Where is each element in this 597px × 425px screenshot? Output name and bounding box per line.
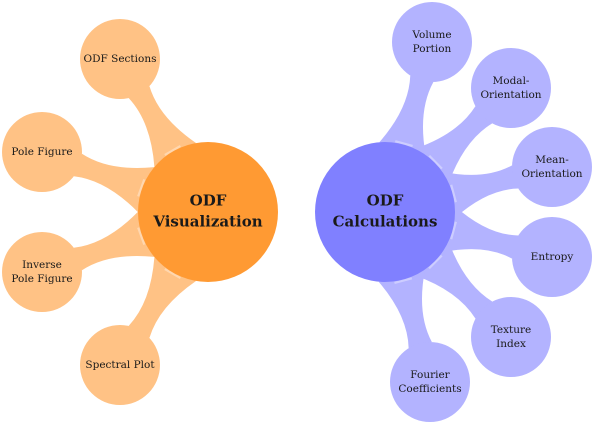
node-mean-orientation: Mean- Orientation: [512, 127, 592, 207]
root-node-circle: [315, 142, 455, 282]
connector-highlight: [164, 145, 181, 156]
root-node-label-line: Calculations: [333, 213, 438, 231]
child-node-label: Modal- Orientation: [480, 75, 541, 101]
child-node-circle: [390, 342, 470, 422]
child-node-label-line: Volume: [411, 29, 451, 41]
child-node-label-line: Pole Figure: [11, 146, 72, 158]
connector: [128, 86, 197, 167]
child-node-circle: [2, 112, 82, 192]
root-node-label-line: ODF: [190, 192, 227, 210]
root-odf-visualization: ODF Visualization: [138, 142, 278, 282]
connector-highlight: [428, 254, 443, 270]
connector: [128, 257, 197, 338]
root-node-label: ODF Visualization: [152, 192, 262, 231]
child-node-circle: [471, 297, 551, 377]
root-node-label: ODF Calculations: [333, 192, 438, 231]
connector-highlight: [450, 184, 457, 203]
child-node-label-line: Inverse: [22, 259, 62, 271]
child-node-label-line: Orientation: [521, 168, 582, 180]
connector: [73, 153, 155, 213]
child-node-label-line: Entropy: [531, 251, 574, 263]
child-node-circle: [512, 127, 592, 207]
child-node-label-line: Index: [496, 338, 526, 350]
node-pole-figure: Pole Figure: [2, 112, 82, 192]
connector-highlight: [450, 221, 457, 240]
connector: [73, 211, 155, 271]
child-node-label-line: Mean-: [535, 154, 569, 166]
connector-highlight: [137, 227, 146, 245]
root-odf-calculations: ODF Calculations: [315, 142, 455, 282]
connector-highlight: [428, 155, 443, 170]
child-node-circle: [471, 48, 551, 128]
child-node-label-line: Portion: [413, 43, 452, 55]
root-node-label-line: Visualization: [152, 213, 262, 231]
node-odf-sections: ODF Sections: [80, 19, 160, 99]
child-node-label: Spectral Plot: [85, 359, 155, 371]
child-node-label-line: Pole Figure: [11, 273, 72, 285]
child-node-label: Pole Figure: [11, 146, 72, 158]
child-node-circle: [392, 2, 472, 82]
child-node-label-line: Coefficients: [398, 383, 461, 395]
child-node-circle: [512, 217, 592, 297]
connector-highlight: [164, 268, 181, 279]
child-node-circle: [80, 19, 160, 99]
child-node-label: ODF Sections: [84, 53, 157, 65]
connector: [378, 269, 432, 349]
connector: [442, 205, 519, 259]
child-node-circle: [2, 232, 82, 312]
connector-highlight: [394, 277, 413, 285]
child-node-label: Entropy: [531, 251, 574, 263]
child-node-label: Mean- Orientation: [521, 154, 582, 180]
connector-highlight: [394, 140, 413, 148]
child-node-label-line: Modal-: [493, 75, 530, 87]
child-node-label-line: Orientation: [480, 89, 541, 101]
child-node-label-line: Spectral Plot: [85, 359, 155, 371]
child-node-label-line: Fourier: [410, 369, 450, 381]
child-node-circle: [80, 325, 160, 405]
connector-highlight: [137, 179, 146, 197]
root-node-label-line: ODF: [367, 192, 404, 210]
node-entropy: Entropy: [512, 217, 592, 297]
child-node-label-line: ODF Sections: [84, 53, 157, 65]
node-spectral-plot: Spectral Plot: [80, 325, 160, 405]
child-node-label-line: Texture: [491, 324, 532, 336]
node-modal-orientation: Modal- Orientation: [471, 48, 551, 128]
connector: [379, 75, 434, 156]
root-node-circle: [138, 142, 278, 282]
connector: [442, 165, 519, 219]
